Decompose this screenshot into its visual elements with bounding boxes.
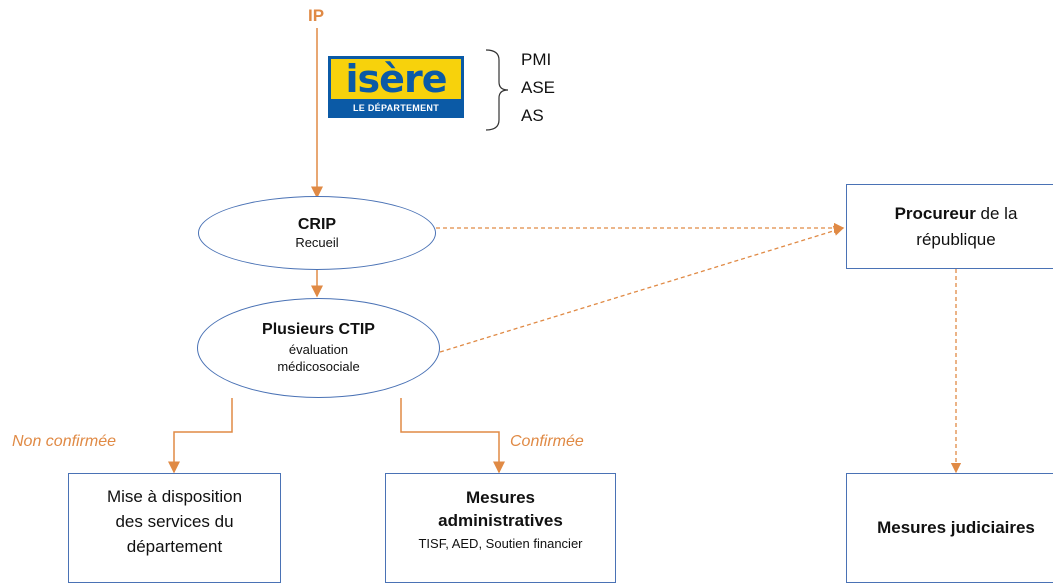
crip-node: CRIP Recueil	[198, 196, 436, 270]
mise-a-disposition-node: Mise à disposition des services du dépar…	[68, 473, 281, 583]
ip-label: IP	[308, 6, 325, 25]
service-ase: ASE	[521, 78, 556, 97]
crip-title: CRIP	[297, 215, 337, 233]
mesures-judiciaires-node: Mesures judiciaires	[846, 473, 1053, 583]
ctip-line1: évaluation	[288, 342, 349, 357]
logo-sub-text: LE DÉPARTEMENT	[352, 103, 440, 113]
logo-main-text: isère	[331, 57, 461, 101]
service-as: AS	[521, 106, 544, 125]
mesures-administratives-node: Mesures administratives TISF, AED, Souti…	[385, 473, 616, 583]
ctip-line2: médicosociale	[277, 359, 360, 374]
branch-confirmee: Confirmée	[510, 433, 584, 450]
judiciaires-label: Mesures judiciaires	[877, 518, 1035, 537]
procureur-line1: Procureur de la	[894, 203, 1018, 223]
crip-subtitle: Recueil	[295, 234, 339, 250]
mise-line1: Mise à disposition	[106, 487, 243, 506]
ctip-to-mise-arrow	[168, 398, 233, 474]
ctip-to-admin-arrow	[400, 398, 505, 474]
ctip-title: Plusieurs CTIP	[262, 321, 375, 338]
isere-logo: isère LE DÉPARTEMENT	[328, 56, 464, 118]
services-brace	[485, 49, 509, 131]
branch-non-confirmee: Non confirmée	[12, 433, 117, 450]
admin-line3: TISF, AED, Soutien financier	[418, 536, 583, 551]
mise-line2: des services du	[115, 512, 234, 531]
ctip-node: Plusieurs CTIP évaluation médicosociale	[197, 298, 440, 398]
admin-line1: Mesures	[466, 488, 535, 507]
procureur-node: Procureur de la république	[846, 184, 1053, 269]
service-pmi: PMI	[521, 50, 552, 69]
mise-line3: département	[126, 537, 223, 556]
procureur-line2: république	[916, 229, 996, 249]
ctip-to-procureur-dashed	[439, 225, 845, 353]
admin-line2: administratives	[438, 511, 563, 530]
